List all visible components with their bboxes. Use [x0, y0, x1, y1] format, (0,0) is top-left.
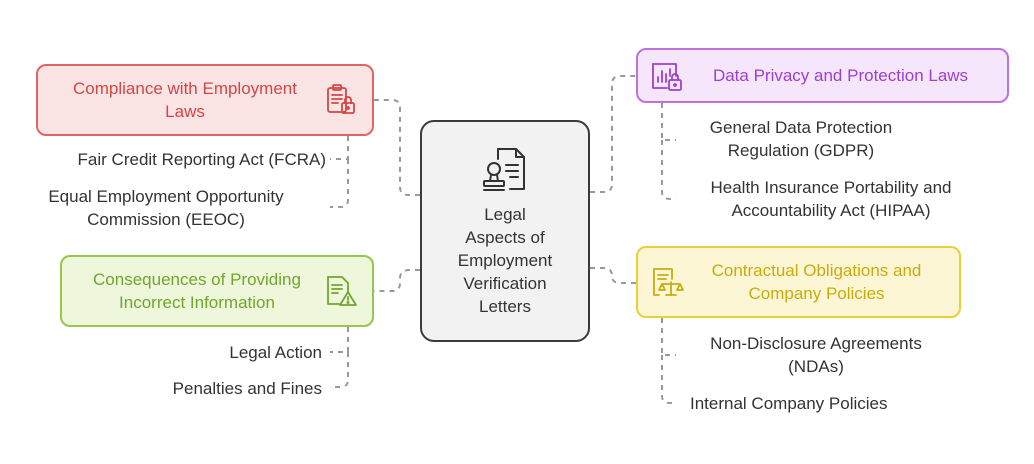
branch-contractual-box: Contractual Obligations and Company Poli…	[636, 246, 961, 318]
connector-consequences-penalties	[330, 352, 349, 388]
branch-consequences-box: Consequences of Providing Incorrect Info…	[60, 255, 374, 327]
connector-consequences-legal	[330, 327, 349, 353]
contractual-item-internal-policies: Internal Company Policies	[690, 394, 888, 413]
connector-privacy-gdpr	[661, 103, 676, 141]
central-topic-label: Legal Aspects of Employment Verification…	[457, 204, 553, 316]
consequences-item-legal-action: Legal Action	[229, 343, 322, 362]
clipboard-lock-icon	[324, 83, 358, 117]
branch-compliance-label: Compliance with Employment Laws	[73, 79, 297, 121]
connector-center-contractual	[590, 267, 636, 284]
connector-contractual-nda	[661, 318, 676, 356]
chart-lock-icon	[650, 59, 684, 93]
branch-contractual-label: Contractual Obligations and Company Poli…	[711, 261, 922, 303]
document-with-user-stamp-icon	[480, 145, 530, 195]
connector-compliance-fcra	[330, 136, 349, 160]
connector-center-consequences	[374, 269, 420, 292]
connector-center-privacy	[590, 75, 636, 193]
privacy-item-gdpr: General Data Protection Regulation (GDPR…	[709, 118, 893, 160]
connector-compliance-eeoc	[330, 159, 349, 208]
privacy-item-hipaa: Health Insurance Portability and Account…	[710, 178, 952, 220]
connector-contractual-internal	[661, 355, 676, 404]
contract-scales-icon	[650, 265, 684, 299]
contractual-item-nda: Non-Disclosure Agreements (NDAs)	[710, 334, 922, 376]
connector-privacy-hipaa	[661, 140, 676, 200]
connector-center-compliance	[374, 99, 420, 196]
compliance-item-eeoc: Equal Employment Opportunity Commission …	[48, 187, 284, 229]
document-warning-icon	[324, 274, 358, 308]
compliance-item-fcra: Fair Credit Reporting Act (FCRA)	[77, 150, 326, 169]
branch-privacy-box: Data Privacy and Protection Laws	[636, 48, 1009, 103]
branch-compliance-box: Compliance with Employment Laws	[36, 64, 374, 136]
branch-privacy-label: Data Privacy and Protection Laws	[712, 66, 969, 85]
central-topic-box: Legal Aspects of Employment Verification…	[420, 120, 590, 342]
consequences-item-penalties: Penalties and Fines	[172, 379, 322, 398]
branch-consequences-label: Consequences of Providing Incorrect Info…	[93, 270, 301, 312]
